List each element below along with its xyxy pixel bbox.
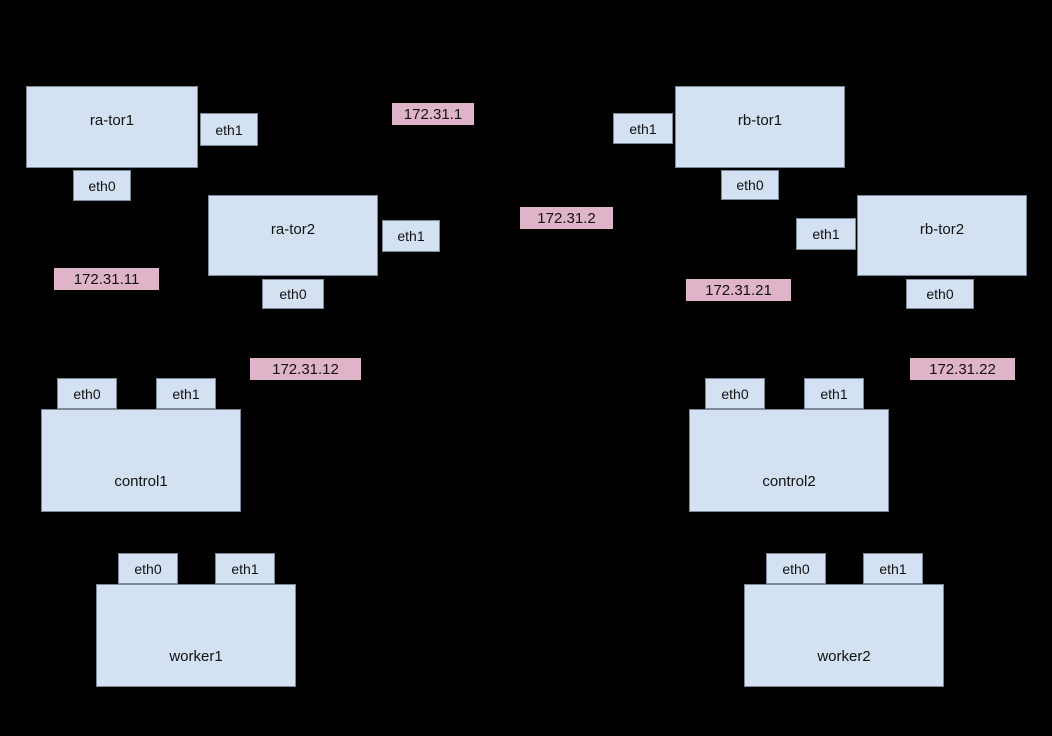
- node-control1[interactable]: control1: [41, 409, 241, 512]
- ip-172-31-2: 172.31.2: [520, 207, 613, 229]
- port-control1-eth0[interactable]: eth0: [57, 378, 117, 409]
- node-label-control2: control2: [762, 473, 816, 490]
- node-label-ra-tor1: ra-tor1: [89, 112, 135, 129]
- port-worker2-eth1[interactable]: eth1: [863, 553, 923, 584]
- node-worker2[interactable]: worker2: [744, 584, 944, 687]
- node-label-rb-tor1: rb-tor1: [737, 112, 783, 129]
- node-label-rb-tor2: rb-tor2: [919, 221, 965, 238]
- port-rb-tor2-eth1[interactable]: eth1: [796, 218, 856, 250]
- port-ra-tor2-eth1[interactable]: eth1: [382, 220, 440, 252]
- ip-172-31-11: 172.31.11: [54, 268, 159, 290]
- port-control2-eth0[interactable]: eth0: [705, 378, 765, 409]
- ip-172-31-22: 172.31.22: [910, 358, 1015, 380]
- node-label-ra-tor2: ra-tor2: [270, 221, 316, 238]
- node-rb-tor2[interactable]: rb-tor2: [857, 195, 1027, 276]
- port-ra-tor1-eth0[interactable]: eth0: [73, 170, 131, 201]
- node-label-worker2: worker2: [817, 648, 871, 665]
- node-worker1[interactable]: worker1: [96, 584, 296, 687]
- node-label-control1: control1: [114, 473, 168, 490]
- port-rb-tor1-eth0[interactable]: eth0: [721, 170, 779, 200]
- port-rb-tor2-eth0[interactable]: eth0: [906, 279, 974, 309]
- port-worker1-eth0[interactable]: eth0: [118, 553, 178, 584]
- node-ra-tor2[interactable]: ra-tor2: [208, 195, 378, 276]
- port-ra-tor2-eth0[interactable]: eth0: [262, 279, 324, 309]
- node-label-worker1: worker1: [169, 648, 223, 665]
- ip-172-31-1: 172.31.1: [392, 103, 474, 125]
- port-ra-tor1-eth1[interactable]: eth1: [200, 113, 258, 146]
- node-control2[interactable]: control2: [689, 409, 889, 512]
- link-rb-tor2-eth0-to-worker2-eth1: [892, 308, 941, 554]
- port-control2-eth1[interactable]: eth1: [804, 378, 864, 409]
- port-control1-eth1[interactable]: eth1: [156, 378, 216, 409]
- node-ra-tor1[interactable]: ra-tor1: [26, 86, 198, 168]
- ip-172-31-21: 172.31.21: [686, 279, 791, 301]
- link-ra-tor2-eth0-to-worker1-eth1: [244, 308, 294, 554]
- port-worker1-eth1[interactable]: eth1: [215, 553, 275, 584]
- port-rb-tor1-eth1[interactable]: eth1: [613, 113, 673, 144]
- node-rb-tor1[interactable]: rb-tor1: [675, 86, 845, 168]
- ip-172-31-12: 172.31.12: [250, 358, 361, 380]
- port-worker2-eth0[interactable]: eth0: [766, 553, 826, 584]
